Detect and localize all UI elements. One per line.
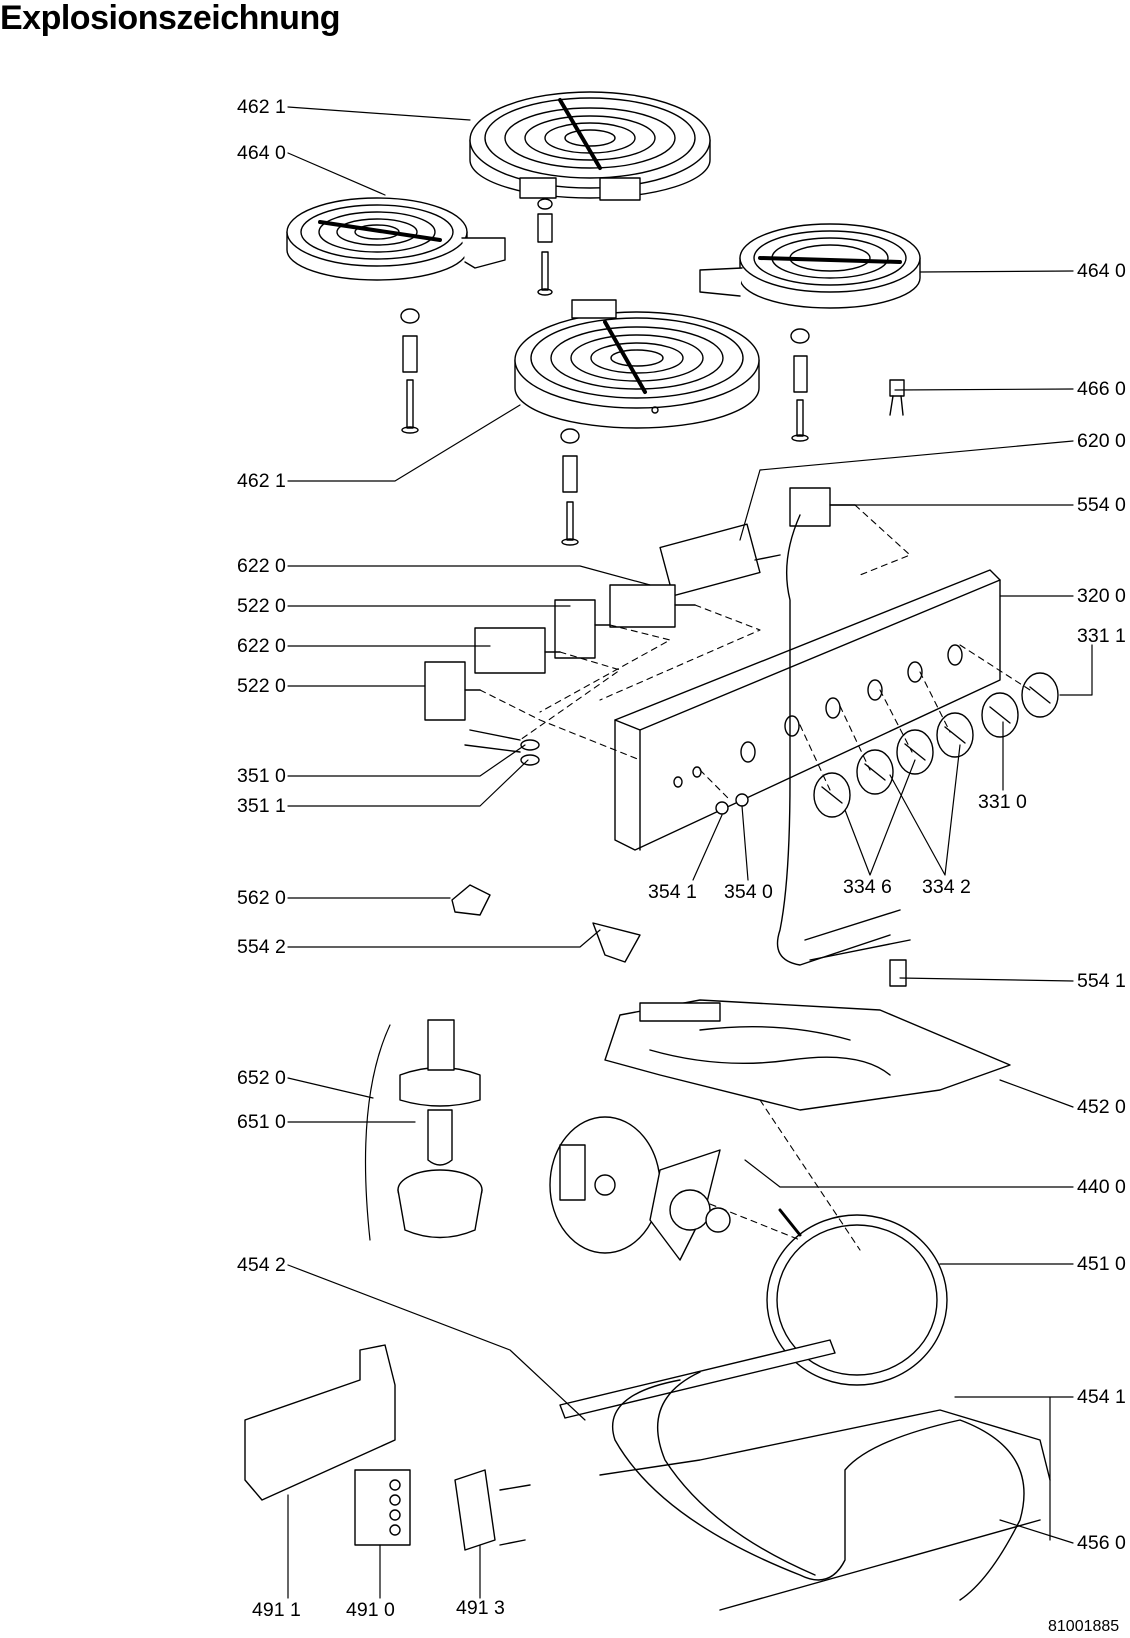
- hotplate-top-center: [469, 91, 711, 201]
- label-522-0-a: 522 0: [237, 595, 286, 617]
- page-title: Explosionszeichnung: [0, 0, 340, 37]
- terminal-bracket: [244, 1344, 396, 1501]
- label-466-0: 466 0: [1077, 378, 1126, 400]
- terminal-clamp: [454, 1469, 531, 1551]
- label-462-1-top: 462 1: [237, 96, 286, 118]
- label-354-0: 354 0: [724, 881, 773, 903]
- wire-rack-456: [599, 1409, 1051, 1611]
- label-562-0: 562 0: [237, 887, 286, 909]
- label-451-0: 451 0: [1077, 1253, 1126, 1275]
- label-452-0: 452 0: [1077, 1096, 1126, 1118]
- label-652-0: 652 0: [237, 1067, 286, 1089]
- label-440-0: 440 0: [1077, 1176, 1126, 1198]
- fan-blade: [649, 1149, 731, 1261]
- label-491-3: 491 3: [456, 1597, 505, 1619]
- oven-lamp: [397, 1019, 483, 1239]
- hotplate-center-front: [514, 299, 760, 429]
- circular-element: [766, 1208, 948, 1386]
- hotplate-left: [286, 197, 506, 281]
- label-651-0: 651 0: [237, 1111, 286, 1133]
- label-354-1: 354 1: [648, 881, 697, 903]
- terminal-block: [354, 1469, 411, 1546]
- label-491-0: 491 0: [346, 1599, 395, 1621]
- label-622-0-a: 622 0: [237, 555, 286, 577]
- label-334-6: 334 6: [843, 876, 892, 898]
- label-351-0: 351 0: [237, 765, 286, 787]
- label-464-0-right: 464 0: [1077, 260, 1126, 282]
- label-554-2: 554 2: [237, 936, 286, 958]
- leader-lines: [287, 106, 1093, 1599]
- fan-motor-plate: [549, 1116, 661, 1254]
- label-351-1: 351 1: [237, 795, 286, 817]
- label-456-0: 456 0: [1077, 1532, 1126, 1554]
- label-620-0: 620 0: [1077, 430, 1126, 452]
- label-491-1: 491 1: [252, 1599, 301, 1621]
- label-331-0: 331 0: [978, 791, 1027, 813]
- label-462-1-front: 462 1: [237, 470, 286, 492]
- grill-element: [604, 999, 1011, 1111]
- label-320-0: 320 0: [1077, 585, 1126, 607]
- pilot-lamp: [889, 379, 905, 416]
- label-464-0-left: 464 0: [237, 142, 286, 164]
- rotary-switches: [424, 487, 856, 721]
- drawing-number: 81001885: [1048, 1618, 1120, 1635]
- wire-connectors: [464, 729, 540, 766]
- label-331-1: 331 1: [1077, 625, 1126, 647]
- label-554-1: 554 1: [1077, 970, 1126, 992]
- label-334-2: 334 2: [922, 876, 971, 898]
- alignment-lines: [479, 504, 1031, 1251]
- hotplate-right: [699, 223, 921, 309]
- label-454-1: 454 1: [1077, 1386, 1126, 1408]
- control-panel: [614, 569, 1001, 851]
- label-622-0-b: 622 0: [237, 635, 286, 657]
- label-554-0: 554 0: [1077, 494, 1126, 516]
- label-454-2: 454 2: [237, 1254, 286, 1276]
- label-522-0-b: 522 0: [237, 675, 286, 697]
- mounting-screws: [400, 198, 810, 546]
- thermostat-capillary: [776, 514, 891, 966]
